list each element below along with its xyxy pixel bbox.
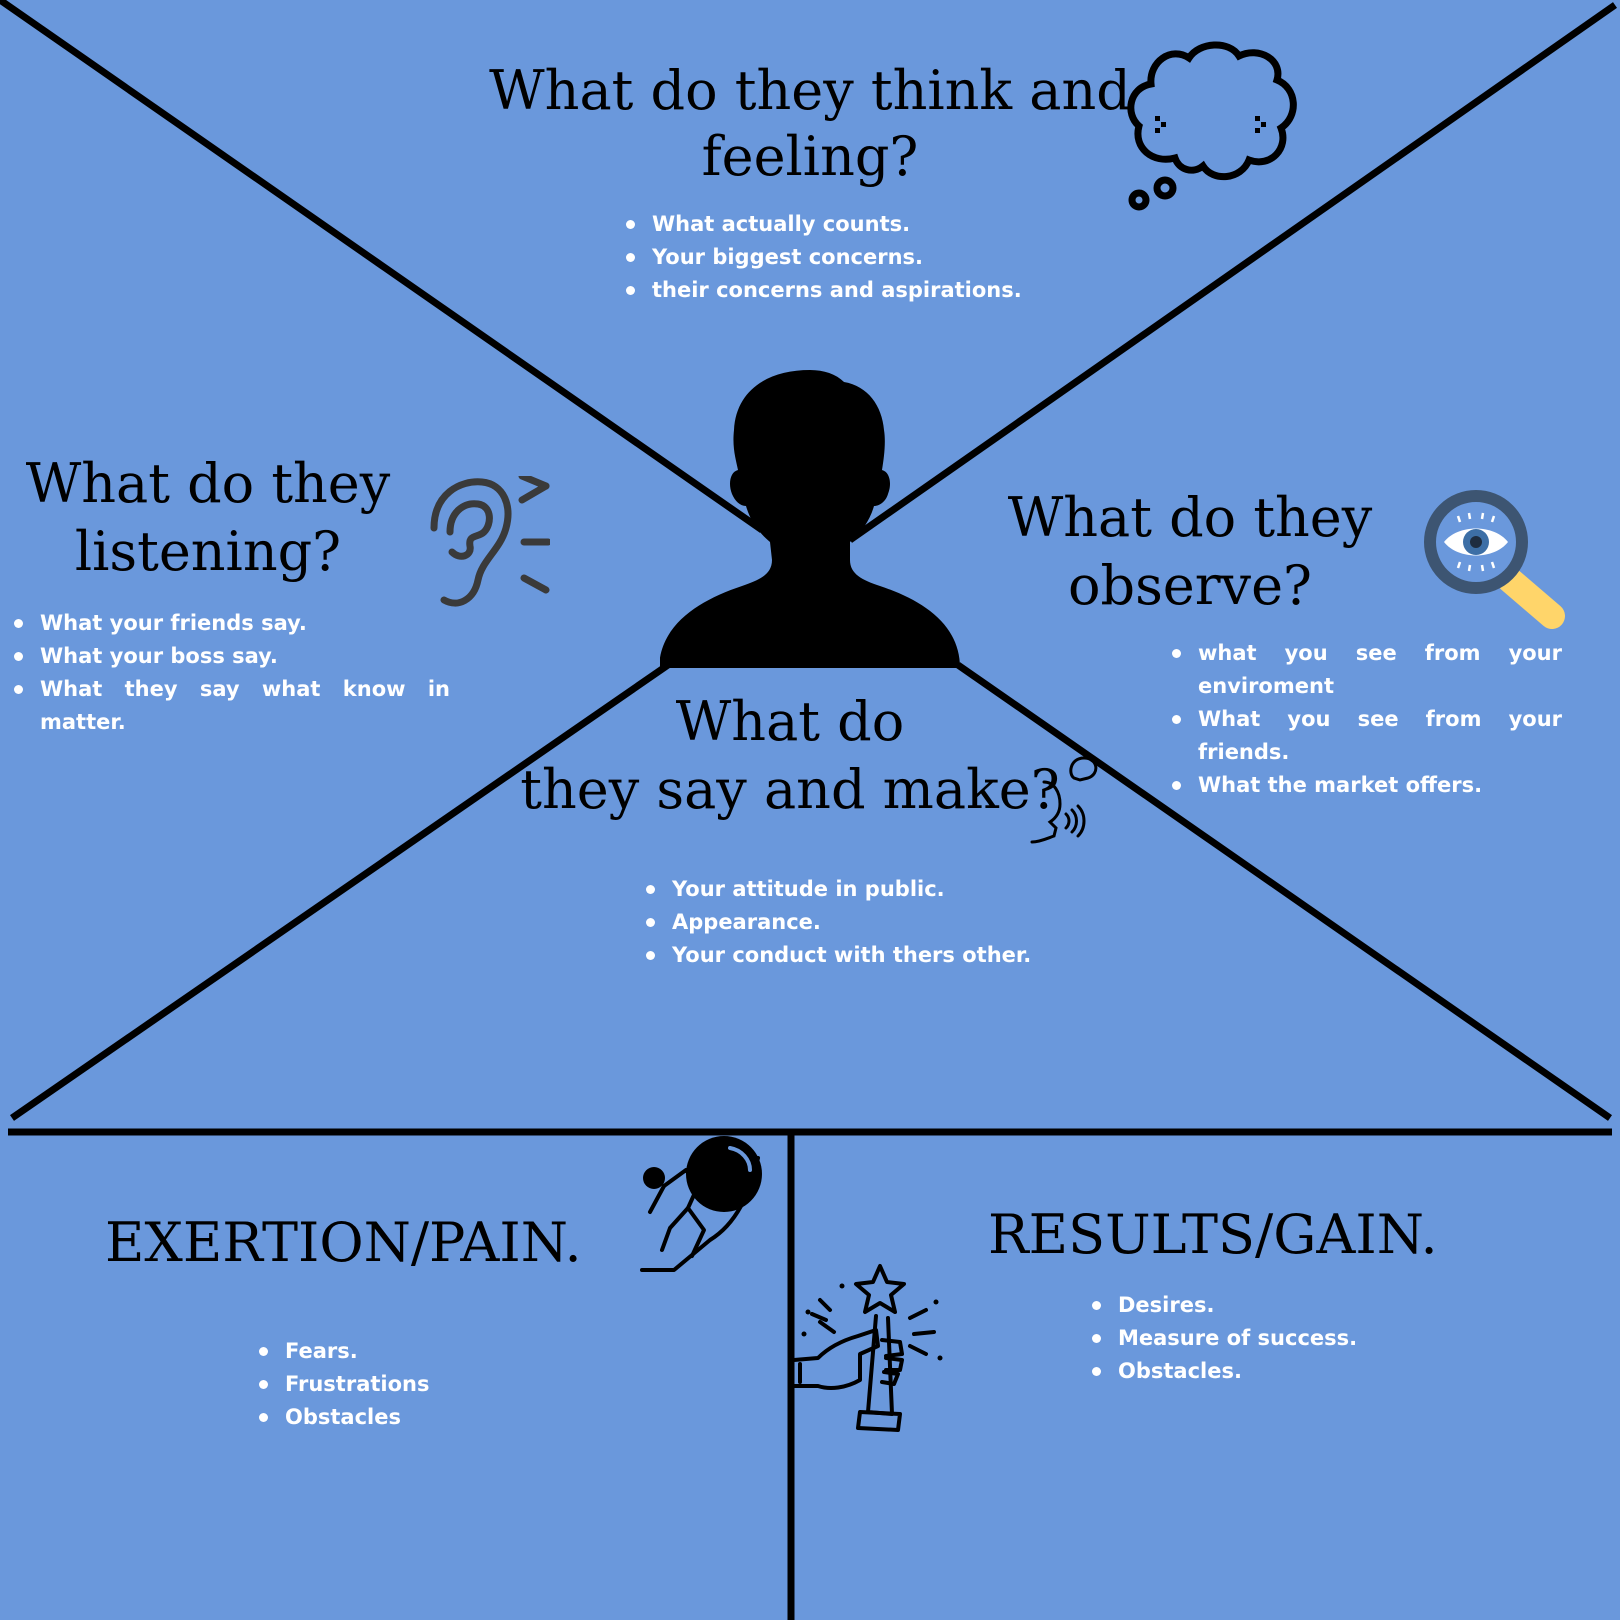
list-item: What you see from your friends. [1170,703,1562,769]
observe-title-line2: observe? [1068,554,1312,617]
say-title-line2: they say and make? [520,758,1060,821]
think-title-line2: feeling? [701,125,919,188]
think-title: What do they think and feeling? [480,58,1140,190]
listen-title: What do they listening? [18,450,398,586]
list-item: Obstacles [257,1401,430,1434]
observe-title: What do they observe? [1000,484,1380,620]
pain-list: Fears. Frustrations Obstacles [257,1335,430,1434]
say-list: Your attitude in public. Appearance. You… [644,873,1031,972]
person-silhouette-icon [660,370,960,668]
listen-title-line1: What do they [25,452,391,515]
list-item: Your biggest concerns. [624,241,1022,274]
list-item: Your conduct with thers other. [644,939,1031,972]
pain-title: EXERTION/PAIN. [105,1211,582,1274]
list-item: Fears. [257,1335,430,1368]
list-item: What your friends say. [12,607,450,640]
gain-list: Desires. Measure of success. Obstacles. [1090,1289,1357,1388]
diagonal-top-left [0,0,764,533]
list-item: Your attitude in public. [644,873,1031,906]
gain-title: RESULTS/GAIN. [988,1203,1438,1266]
list-item: What your boss say. [12,640,450,673]
listen-title-line2: listening? [74,520,342,583]
list-item: their concerns and aspirations. [624,274,1022,307]
say-title: What do they say and make? [500,688,1080,824]
trophy-hand-icon [792,1264,943,1432]
list-item: Measure of success. [1090,1322,1357,1355]
listen-list: What your friends say. What your boss sa… [12,607,450,739]
diagonal-top-right [847,2,1618,543]
list-item: Obstacles. [1090,1355,1357,1388]
list-item: Frustrations [257,1368,430,1401]
say-title-line1: What do [675,690,905,753]
list-item: What actually counts. [624,208,1022,241]
observe-list: what you see from your enviroment What y… [1170,637,1562,802]
list-item: what you see from your enviroment [1170,637,1562,703]
list-item: What they say what know in matter. [12,673,450,739]
diagonal-bottom-left [10,662,670,1121]
observe-title-line1: What do they [1007,486,1373,549]
list-item: Desires. [1090,1289,1357,1322]
list-item: Appearance. [644,906,1031,939]
thought-cloud-icon [1127,41,1297,211]
think-list: What actually counts. Your biggest conce… [624,208,1022,307]
speaking-head-icon [1030,756,1098,844]
magnifier-eye-icon [1424,490,1565,629]
think-title-line1: What do they think and [489,59,1131,122]
diagonal-bottom-right [956,662,1612,1121]
sisyphus-boulder-icon [640,1136,762,1272]
ear-icon [430,476,550,607]
list-item: What the market offers. [1170,769,1562,802]
